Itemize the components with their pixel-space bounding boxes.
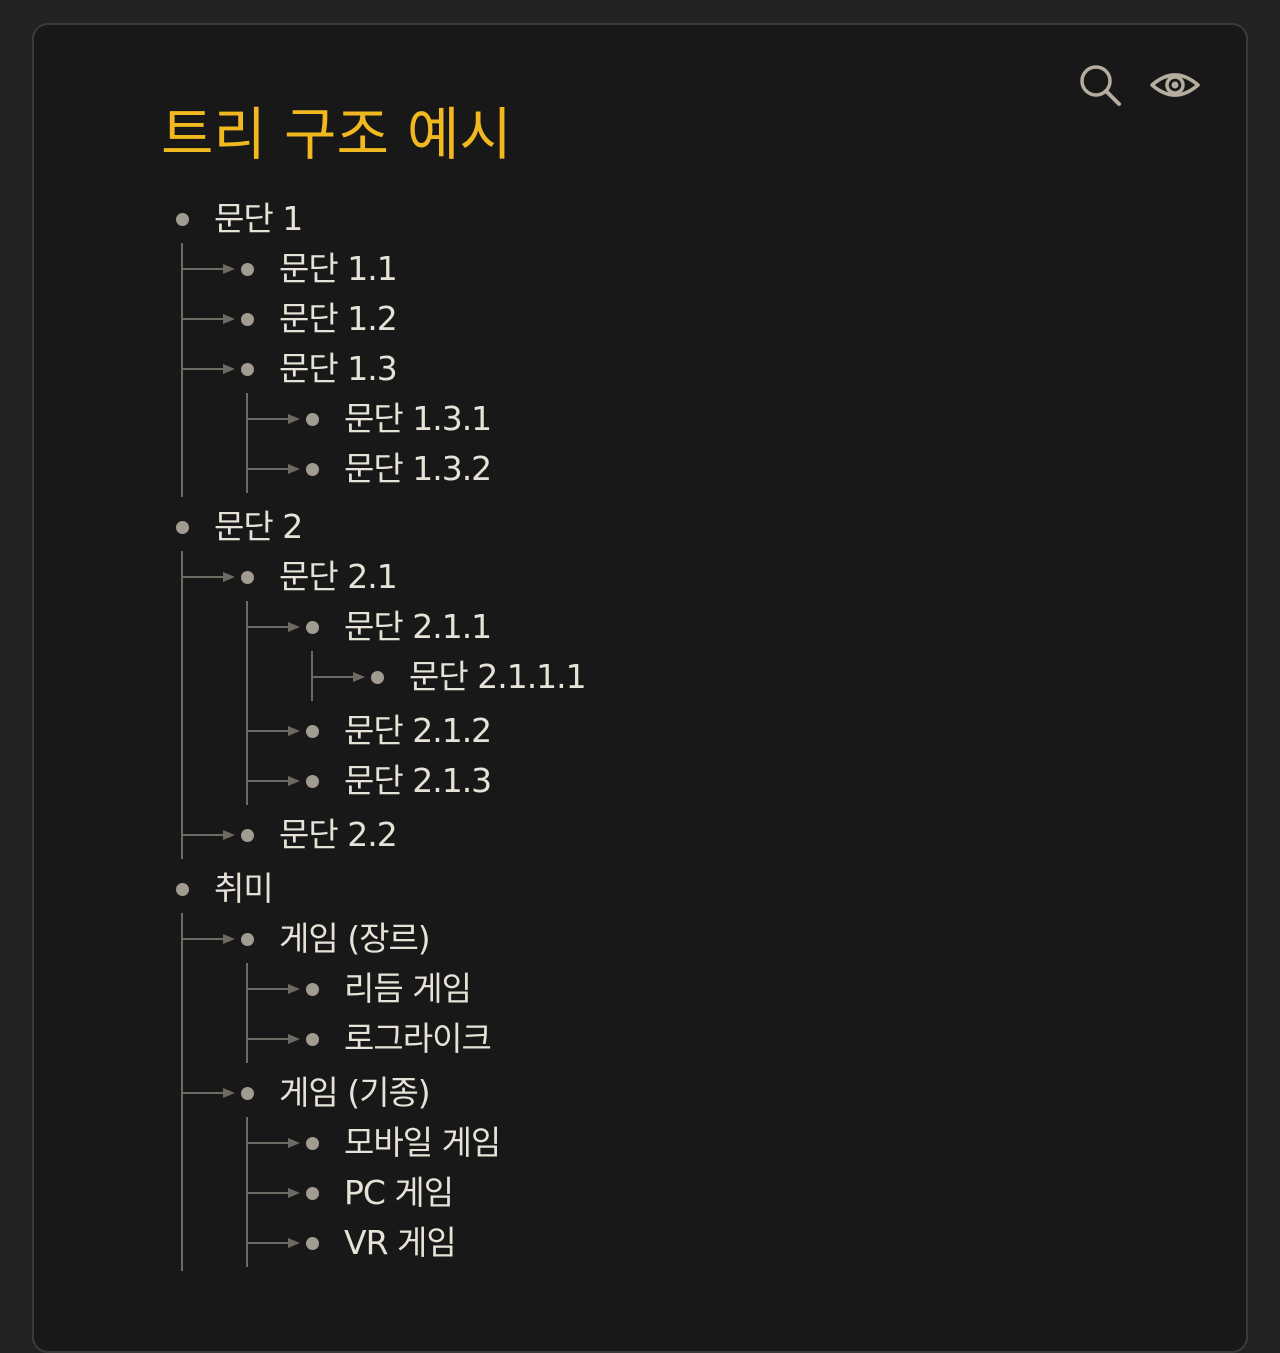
tree-item-label: 로그라이크 (344, 1019, 492, 1058)
bullet-icon[interactable] (306, 463, 319, 476)
connector-arrow-head (288, 1034, 300, 1044)
connector-arrow-head (223, 572, 235, 582)
tree-item-label: 문단 1.3.2 (344, 449, 492, 488)
bullet-icon[interactable] (306, 1187, 319, 1200)
bullet-icon[interactable] (241, 829, 254, 842)
tree-item-label: 취미 (214, 869, 274, 908)
tree-item-label: 문단 2.1.1 (344, 607, 492, 646)
bullet-icon[interactable] (241, 263, 254, 276)
tree-item-label: 리듬 게임 (344, 969, 472, 1008)
bullet-icon[interactable] (306, 1033, 319, 1046)
tree-item-label: 게임 (장르) (279, 919, 431, 958)
connector-arrow-head (223, 934, 235, 944)
connector-arrow-head (223, 264, 235, 274)
tree-item-label: 문단 2.2 (279, 815, 398, 854)
bullet-icon[interactable] (306, 1237, 319, 1250)
eye-icon (1150, 73, 1200, 97)
connector-arrow-head (288, 414, 300, 424)
search-button[interactable] (1076, 61, 1124, 109)
tree-item-label: 문단 1.1 (279, 249, 398, 288)
bullet-icon[interactable] (306, 983, 319, 996)
tree-item-label: 게임 (기종) (279, 1073, 431, 1112)
connector-arrow-head (223, 314, 235, 324)
bullet-icon[interactable] (306, 1137, 319, 1150)
tree-item-label: 모바일 게임 (344, 1123, 501, 1162)
tree-item-label: 문단 1.3.1 (344, 399, 492, 438)
tree-item-label: 문단 2.1.1.1 (409, 657, 587, 696)
reading-view-button[interactable] (1149, 61, 1200, 109)
connector-arrow-head (288, 776, 300, 786)
connector-arrow-head (353, 672, 365, 682)
bullet-icon[interactable] (241, 933, 254, 946)
connector-arrow-head (223, 830, 235, 840)
bullet-icon[interactable] (241, 363, 254, 376)
tree-item-label: PC 게임 (344, 1173, 454, 1212)
connector-arrow-head (288, 1238, 300, 1248)
tree-item-label: 문단 1.3 (279, 349, 398, 388)
tree-item-label: 문단 2.1 (279, 557, 398, 596)
tree-item-label: 문단 1 (214, 199, 303, 238)
bullet-icon[interactable] (176, 883, 189, 896)
connector-arrow-head (223, 1088, 235, 1098)
tree-item-label: 문단 2.1.2 (344, 711, 492, 750)
search-icon (1080, 65, 1121, 106)
bullet-icon[interactable] (176, 213, 189, 226)
bullet-icon[interactable] (306, 621, 319, 634)
bullet-icon[interactable] (241, 571, 254, 584)
bullet-icon[interactable] (176, 521, 189, 534)
bullet-icon[interactable] (306, 775, 319, 788)
bullet-icon[interactable] (241, 313, 254, 326)
connector-arrow-head (288, 726, 300, 736)
tree-item-label: VR 게임 (344, 1223, 457, 1262)
tree-item-label: 문단 1.2 (279, 299, 398, 338)
tree-item-label: 문단 2 (214, 507, 303, 546)
connector-arrow-head (288, 984, 300, 994)
connector-arrow-head (288, 1188, 300, 1198)
bullet-icon[interactable] (241, 1087, 254, 1100)
connector-arrow-head (288, 464, 300, 474)
bullet-icon[interactable] (371, 671, 384, 684)
connector-arrow-head (288, 622, 300, 632)
outline-tree: 문단 1 문단 1.1 문단 1.2 문단 1.3 문단 1.3.1 문단 1.3.2 문단… (34, 25, 1246, 1351)
bullet-icon[interactable] (306, 725, 319, 738)
connector-arrow-head (223, 364, 235, 374)
bullet-icon[interactable] (306, 413, 319, 426)
tree-item-label: 문단 2.1.3 (344, 761, 492, 800)
connector-arrow-head (288, 1138, 300, 1148)
page-title: 트리 구조 예시 (161, 102, 512, 168)
